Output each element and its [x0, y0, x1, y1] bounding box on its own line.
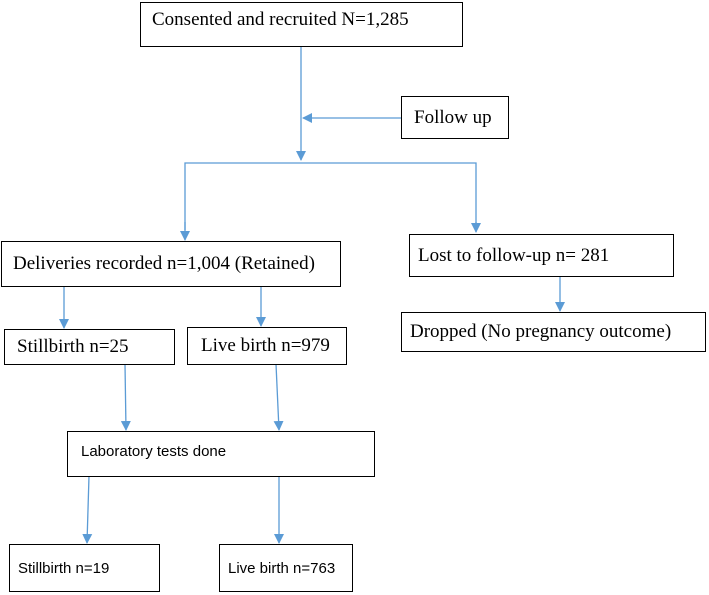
box-follow-up: Follow up — [401, 96, 509, 139]
box-stillbirth-1: Stillbirth n=25 — [4, 329, 175, 365]
box-recruited: Consented and recruited N=1,285 — [140, 2, 463, 47]
box-deliveries: Deliveries recorded n=1,004 (Retained) — [1, 241, 341, 287]
box-stillbirth-2: Stillbirth n=19 — [9, 544, 160, 592]
split-line — [184, 162, 477, 230]
box-dropped: Dropped (No pregnancy outcome) — [401, 312, 706, 352]
box-livebirth-2: Live birth n=763 — [219, 544, 353, 592]
arrow-stillbirth-to-lab — [120, 363, 131, 431]
arrow-livebirth-to-lab — [273, 363, 284, 431]
arrow-to-stillbirth-2 — [82, 475, 93, 544]
box-lost: Lost to follow-up n= 281 — [409, 234, 674, 277]
box-livebirth-1: Live birth n=979 — [187, 327, 347, 365]
box-lab-tests: Laboratory tests done — [67, 431, 375, 477]
